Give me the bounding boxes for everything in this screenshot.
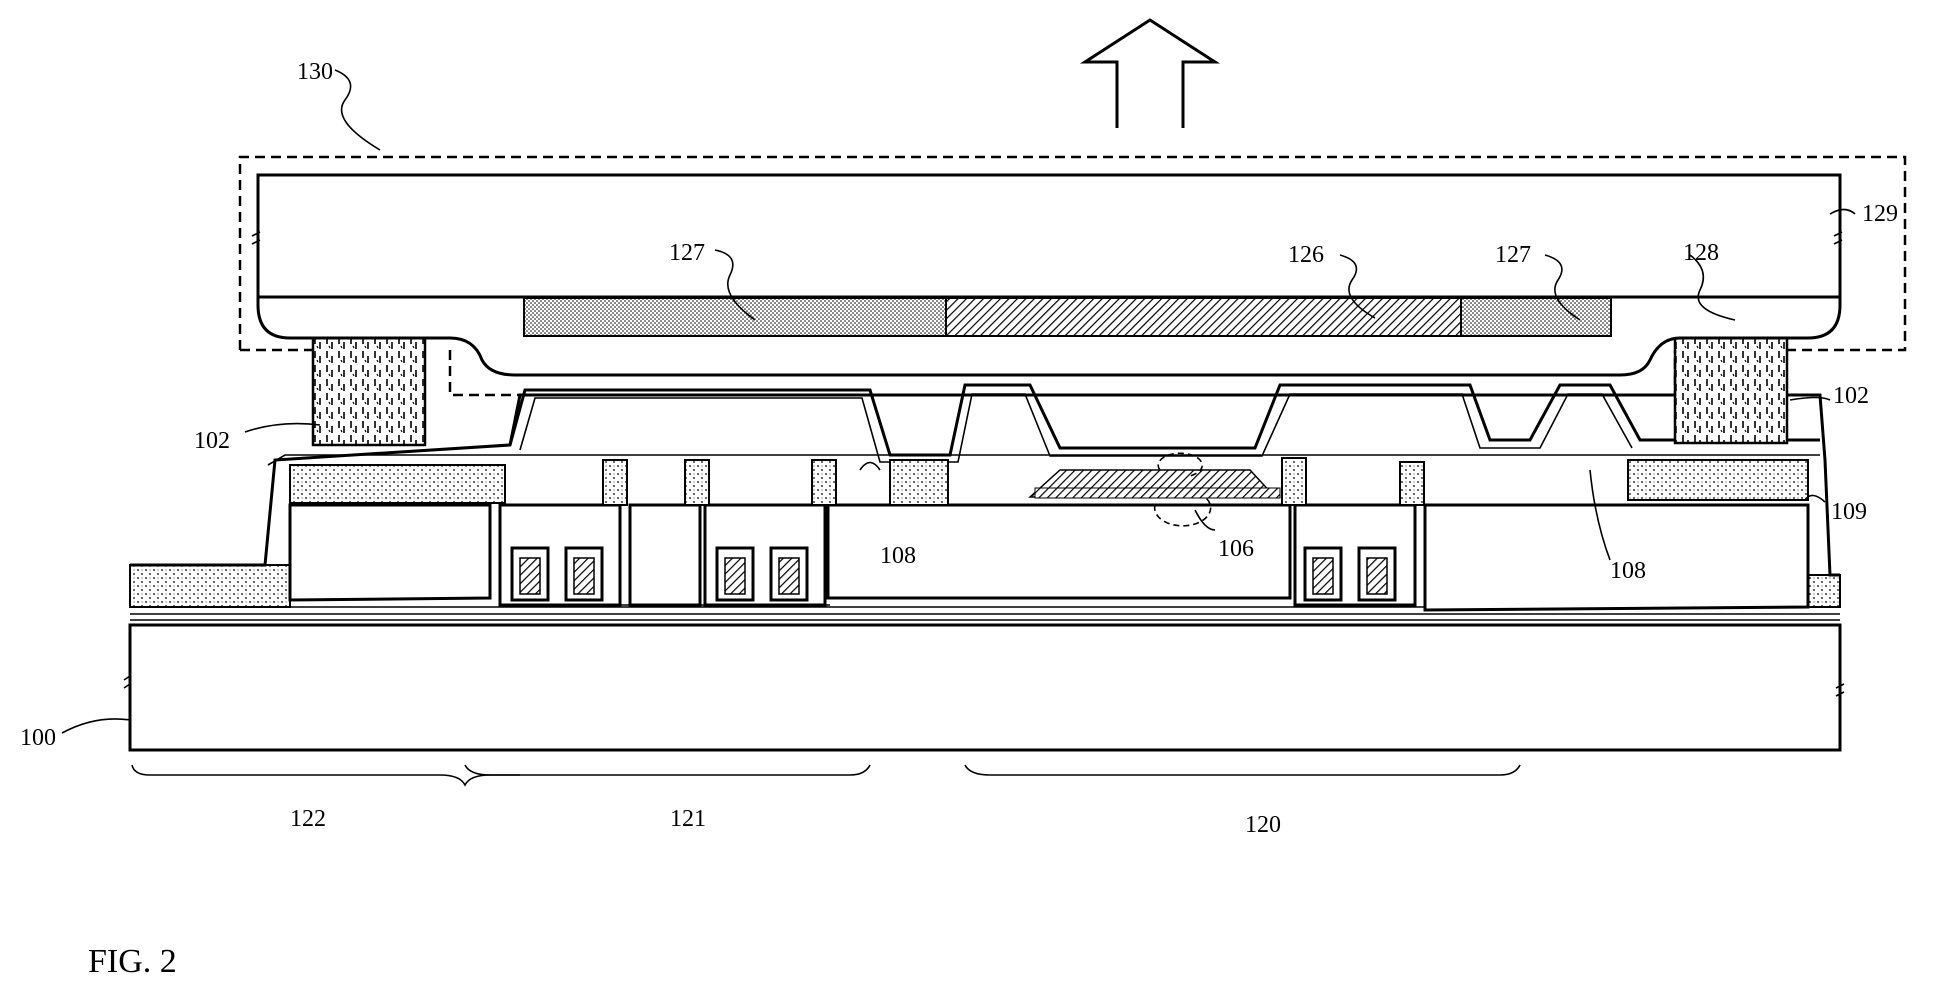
label-100: 100	[20, 725, 56, 751]
pixel-tft	[1282, 458, 1424, 605]
color-filter-127-right	[1461, 298, 1611, 336]
label-127-left: 127	[669, 240, 705, 266]
label-126: 126	[1288, 242, 1324, 268]
label-106: 106	[1218, 536, 1254, 562]
color-filter-127-left	[524, 298, 946, 336]
color-filter-126	[946, 298, 1461, 336]
label-122: 122	[290, 806, 326, 832]
label-109: 109	[1831, 499, 1867, 525]
label-121: 121	[670, 806, 706, 832]
label-102-left: 102	[194, 428, 230, 454]
figure-caption: FIG. 2	[88, 943, 177, 980]
counter-substrate-129	[252, 175, 1842, 375]
label-128: 128	[1683, 240, 1719, 266]
label-102-right: 102	[1833, 383, 1869, 409]
sealant-102-right	[1675, 335, 1787, 443]
sealant-102-left	[313, 335, 425, 445]
region-braces	[132, 765, 1520, 785]
label-127-right: 127	[1495, 242, 1531, 268]
label-130: 130	[297, 59, 333, 85]
label-108-right: 108	[1610, 558, 1646, 584]
label-129: 129	[1862, 201, 1898, 227]
label-108-left: 108	[880, 543, 916, 569]
label-120: 120	[1245, 812, 1281, 838]
substrate-100	[124, 625, 1844, 750]
emission-arrow	[1085, 20, 1215, 128]
tft-region-121	[500, 460, 836, 605]
